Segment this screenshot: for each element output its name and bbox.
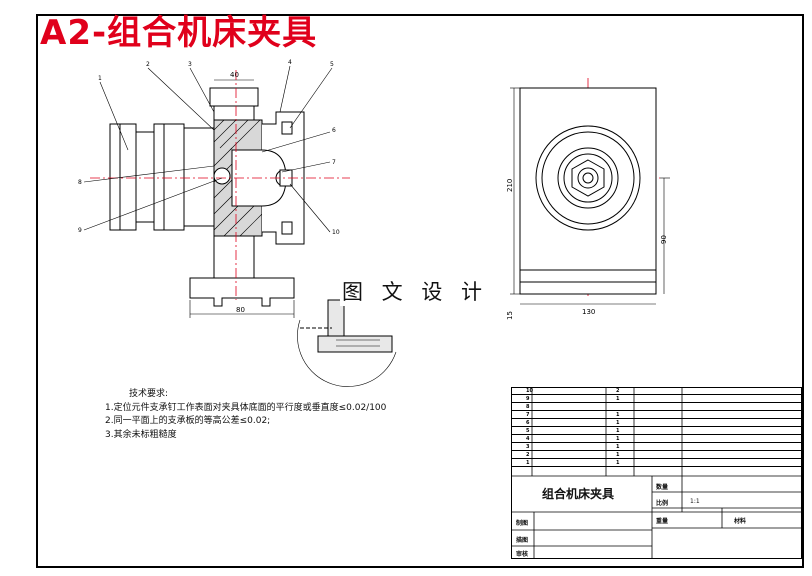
balloon-10: 10 — [332, 229, 340, 236]
title-block-weight-label: 重量 — [656, 518, 669, 525]
title-block-qty-label: 数量 — [656, 484, 669, 491]
title-block-drawn-label: 制图 — [516, 520, 529, 527]
balloon-labels: 1 2 3 4 5 6 7 8 9 10 — [78, 59, 340, 236]
dim-height-total: 210 — [506, 179, 514, 192]
balloon-2: 2 — [146, 61, 150, 68]
parts-row-8: 8 — [512, 404, 801, 411]
balloon-7: 7 — [332, 159, 336, 166]
front-section-view — [109, 79, 305, 318]
balloon-6: 6 — [332, 127, 336, 134]
balloon-5: 5 — [330, 61, 334, 68]
title-block-scale-label: 比例 — [656, 500, 669, 507]
notes-item-3: 3.其余未标粗糙度 — [105, 429, 177, 440]
detail-view — [297, 299, 397, 387]
side-view — [510, 87, 670, 305]
drawing-frame — [36, 14, 804, 568]
drawing-banner-title: A2-组合机床夹具 — [40, 13, 318, 53]
balloon-3: 3 — [188, 61, 192, 68]
title-block-grid — [512, 388, 803, 558]
dim-top-width: 40 — [230, 71, 239, 79]
balloon-4: 4 — [288, 59, 292, 66]
notes-item-2: 2.同一平面上的支承板的等高公差≤0.02; — [105, 416, 271, 426]
balloon-8: 8 — [78, 179, 82, 186]
title-block-drawing-name: 组合机床夹具 — [542, 487, 615, 501]
technical-notes: 技术要求: 1.定位元件支承钉工作表面对夹具体底面的平行度或垂直度≤0.02/1… — [105, 388, 386, 442]
balloon-9: 9 — [78, 227, 82, 234]
dim-base-width: 80 — [236, 306, 245, 314]
title-block-design-label: 描图 — [516, 537, 529, 544]
notes-heading: 技术要求: — [129, 389, 169, 399]
title-block-scale-value: 1:1 — [690, 498, 700, 505]
balloon-1: 1 — [98, 75, 102, 82]
dim-bottom-offset: 15 — [506, 311, 514, 320]
title-block-check-label: 审核 — [516, 551, 529, 558]
leader-lines — [83, 65, 333, 233]
watermark-text: 图 文 设 计 — [340, 276, 491, 306]
title-block-material-label: 材料 — [734, 518, 747, 525]
notes-item-1: 1.定位元件支承钉工作表面对夹具体底面的平行度或垂直度≤0.02/100 — [105, 402, 387, 413]
dim-width-side: 130 — [582, 308, 595, 316]
